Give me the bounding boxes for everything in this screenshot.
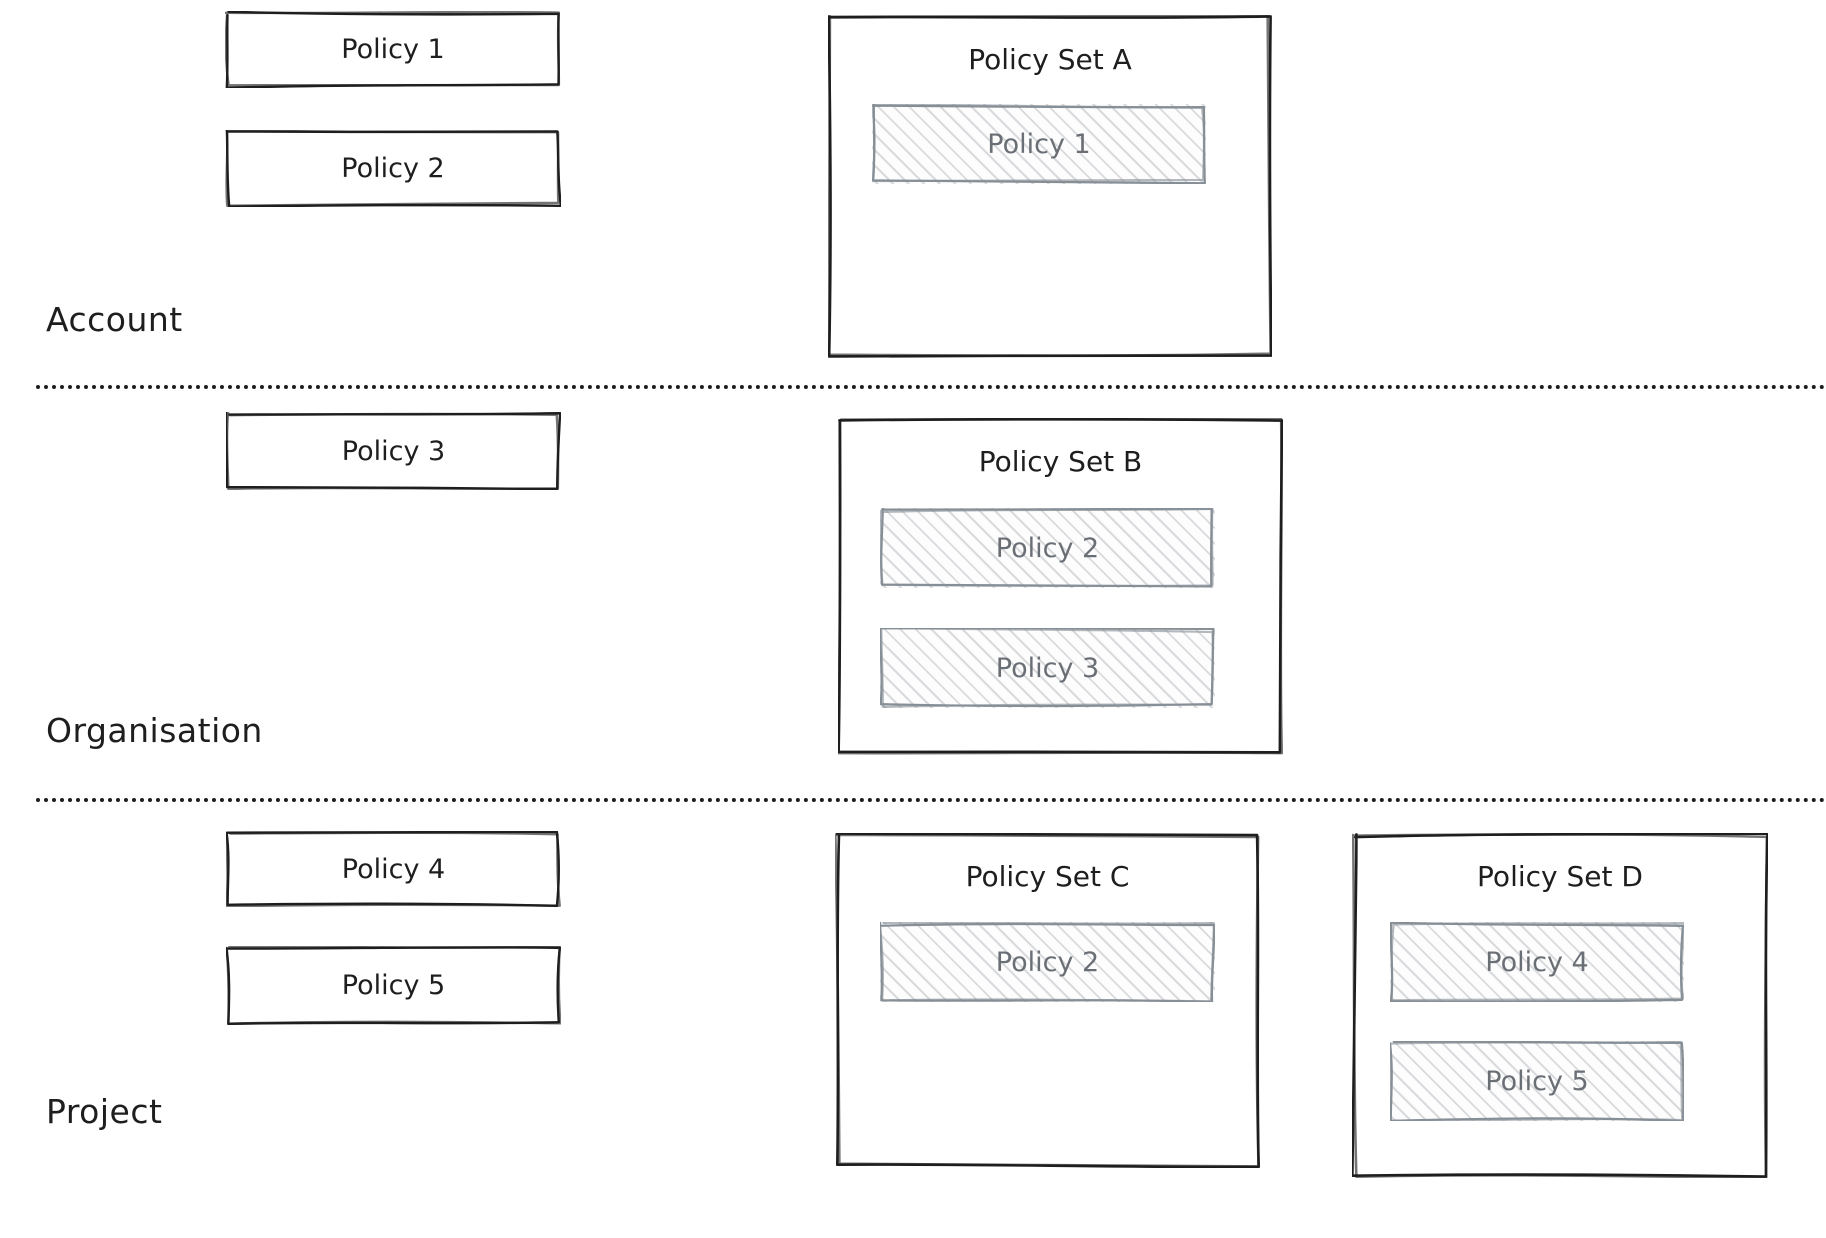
policy-chip[interactable]: Policy 4 bbox=[1390, 922, 1684, 1002]
policy-chip[interactable]: Policy 3 bbox=[880, 628, 1215, 708]
policy-box[interactable]: Policy 1 bbox=[225, 11, 561, 88]
policy-set-container[interactable]: Policy Set C Policy 2 bbox=[835, 833, 1260, 1168]
policy-box-label: Policy 5 bbox=[341, 970, 446, 1001]
policy-set-title: Policy Set C bbox=[965, 860, 1130, 893]
policy-chip-label: Policy 3 bbox=[995, 652, 1100, 684]
policy-box[interactable]: Policy 3 bbox=[226, 412, 561, 490]
policy-set-container[interactable]: Policy Set B Policy 2 Policy 3 bbox=[838, 418, 1283, 756]
tier-label-account: Account bbox=[46, 300, 183, 339]
policy-set-title: Policy Set A bbox=[968, 43, 1132, 76]
policy-chip-label: Policy 1 bbox=[987, 128, 1091, 160]
policy-chip-label: Policy 2 bbox=[995, 946, 1100, 978]
tier-divider-account bbox=[36, 385, 1826, 389]
policy-set-container[interactable]: Policy Set D Policy 4 Policy 5 bbox=[1352, 833, 1768, 1178]
policy-set-container[interactable]: Policy Set A Policy 1 bbox=[828, 15, 1272, 358]
policy-box-label: Policy 4 bbox=[341, 853, 446, 885]
policy-chip-label: Policy 5 bbox=[1485, 1065, 1589, 1097]
policy-box-label: Policy 1 bbox=[341, 34, 445, 65]
policy-chip[interactable]: Policy 2 bbox=[880, 922, 1215, 1002]
policy-set-title: Policy Set B bbox=[978, 445, 1143, 478]
policy-set-title: Policy Set D bbox=[1477, 860, 1643, 893]
tier-divider-organisation bbox=[36, 798, 1826, 802]
policy-box[interactable]: Policy 4 bbox=[226, 831, 561, 907]
policy-box[interactable]: Policy 2 bbox=[225, 130, 561, 207]
policy-box-label: Policy 2 bbox=[341, 153, 445, 184]
policy-chip-label: Policy 2 bbox=[995, 532, 1100, 564]
policy-box-label: Policy 3 bbox=[341, 435, 446, 467]
policy-chip[interactable]: Policy 2 bbox=[880, 508, 1215, 588]
tier-label-project: Project bbox=[46, 1092, 163, 1131]
tier-label-organisation: Organisation bbox=[46, 711, 263, 750]
policy-chip[interactable]: Policy 5 bbox=[1390, 1041, 1684, 1121]
policy-box[interactable]: Policy 5 bbox=[226, 946, 561, 1025]
policy-chip[interactable]: Policy 1 bbox=[872, 104, 1206, 184]
policy-chip-label: Policy 4 bbox=[1485, 946, 1589, 978]
